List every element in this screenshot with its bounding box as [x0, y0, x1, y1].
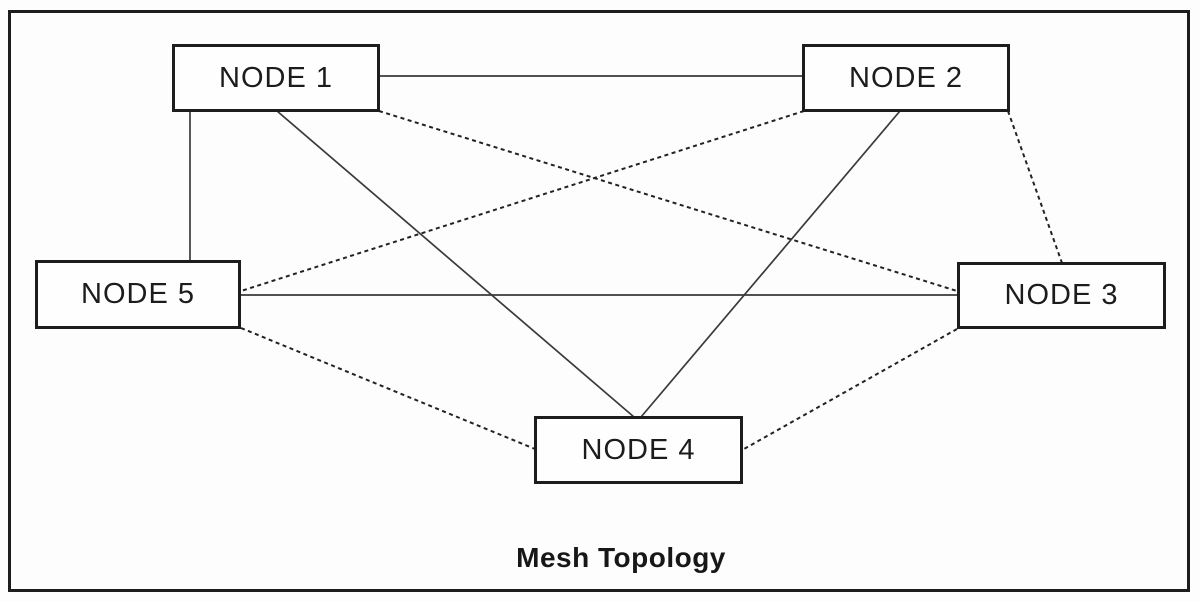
edge-node1-node4 [276, 110, 635, 418]
edge-node3-node4 [743, 328, 958, 450]
node-box-node3: NODE 3 [957, 262, 1166, 329]
node-box-node2: NODE 2 [802, 44, 1010, 112]
node-label: NODE 2 [849, 61, 963, 94]
edge-node2-node5 [240, 110, 805, 292]
node-box-node1: NODE 1 [172, 44, 380, 112]
diagram-border [8, 10, 1190, 592]
node-label: NODE 3 [1004, 279, 1119, 311]
node-label: NODE 1 [219, 61, 333, 94]
diagram-title: Mesh Topology [516, 542, 726, 573]
edge-node2-node4 [640, 110, 901, 418]
edge-node1-node3 [378, 110, 958, 292]
edge-node5-node4 [240, 327, 536, 450]
node-label: NODE 4 [581, 433, 696, 466]
node-box-node4: NODE 4 [534, 416, 743, 484]
node-label: NODE 5 [81, 278, 195, 310]
node-box-node5: NODE 5 [35, 260, 241, 329]
